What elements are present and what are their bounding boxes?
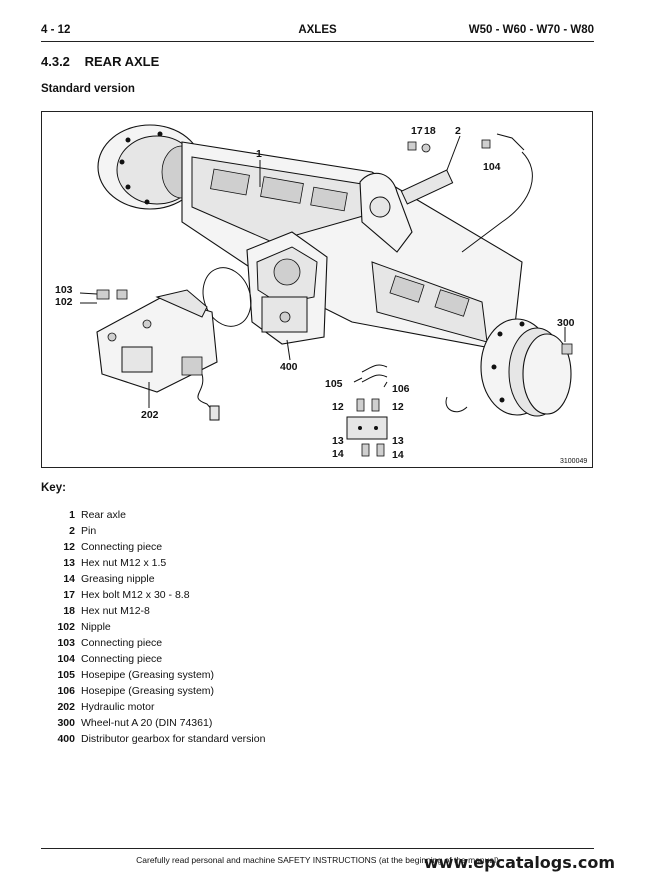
callout-18: 18 [424,125,436,137]
header-divider [41,41,594,42]
callout-104: 104 [483,161,501,173]
small-parts [96,133,573,457]
rear-axle-drawing: 1 2 17 18 104 103 102 202 400 300 105 10… [55,124,587,465]
footer-safety-note: Carefully read personal and machine SAFE… [136,855,499,865]
callout-106: 106 [392,383,410,395]
footer-divider [41,848,594,849]
page-header: 4 - 12 AXLES W50 - W60 - W70 - W80 [41,24,594,40]
model-range: W50 - W60 - W70 - W80 [468,24,594,36]
callout-14-right: 14 [392,449,404,461]
callout-400: 400 [280,361,298,373]
callout-2: 2 [455,125,461,137]
callout-105: 105 [325,378,343,390]
callout-13-left: 13 [332,435,344,447]
figure-code: 3100049 [560,458,587,465]
callout-17: 17 [411,125,423,137]
page-number: 4 - 12 [41,24,71,36]
section-heading: REAR AXLE [84,54,160,69]
leader-lines [79,135,566,408]
key-title: Key: [41,482,66,494]
right-wheel-hub [480,318,572,417]
distributor-gearbox [246,231,328,345]
hydraulic-motor [96,289,220,421]
callout-13-right: 13 [392,435,404,447]
section-title: 4.3.2 REAR AXLE [41,54,159,69]
callout-12-right: 12 [392,401,404,413]
watermark: www.epcatalogs.com [423,853,615,872]
section-subtitle: Standard version [41,83,135,95]
axle-housing [181,141,523,353]
callout-202: 202 [141,409,159,421]
callout-300: 300 [557,317,575,329]
section-number: 4.3.2 [41,54,70,69]
callout-103: 103 [55,284,73,296]
callout-1: 1 [256,148,262,160]
exploded-diagram: 1 2 17 18 104 103 102 202 400 300 105 10… [41,111,593,468]
chapter-title: AXLES [298,24,337,36]
callout-14-left: 14 [332,448,344,460]
callout-12-left: 12 [332,401,344,413]
o-ring [202,267,252,327]
callout-102: 102 [55,296,73,308]
